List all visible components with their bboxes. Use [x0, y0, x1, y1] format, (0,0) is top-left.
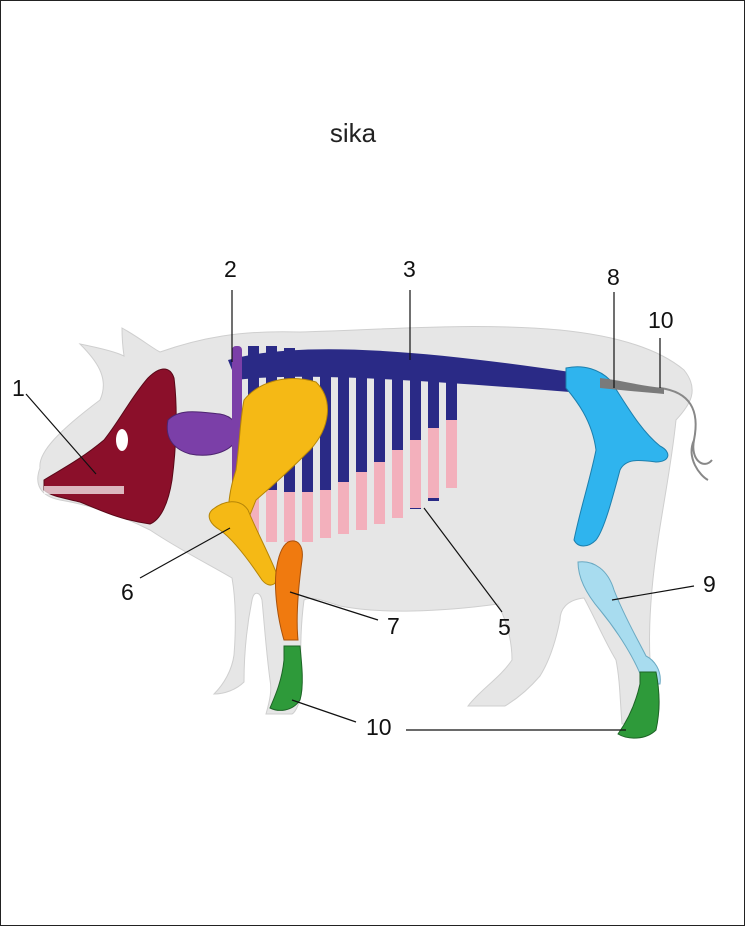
label-10-hoof: 10	[366, 716, 392, 739]
label-10-tail: 10	[648, 309, 674, 332]
leader-line-10-fore	[292, 700, 356, 722]
label-5: 5	[498, 616, 511, 639]
label-2: 2	[224, 258, 237, 281]
label-9: 9	[703, 573, 716, 596]
label-8: 8	[607, 266, 620, 289]
label-3: 3	[403, 258, 416, 281]
cervical-vertebrae	[167, 412, 237, 456]
eye-socket	[116, 429, 128, 451]
teeth	[44, 486, 124, 494]
label-6: 6	[121, 581, 134, 604]
label-7: 7	[387, 615, 400, 638]
label-1: 1	[12, 377, 25, 400]
